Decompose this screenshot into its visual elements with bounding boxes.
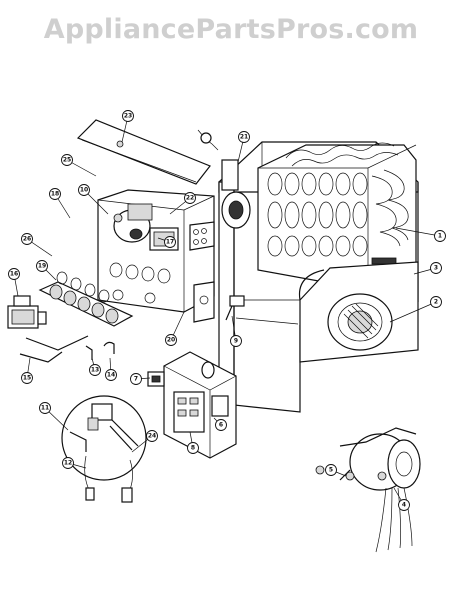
callout-number: 2 [434, 299, 438, 306]
callout-number: 5 [329, 467, 333, 474]
callout-number: 25 [63, 157, 71, 164]
callout-circle [215, 419, 227, 431]
callout-circle [430, 262, 442, 274]
callout-number: 24 [148, 433, 156, 440]
callout-number: 19 [38, 263, 46, 270]
callout-circle [398, 499, 410, 511]
blower-housing [298, 261, 419, 363]
callout-number: 18 [51, 191, 59, 198]
callout-number: 13 [91, 367, 99, 374]
callout-circle [146, 430, 158, 442]
callout-circle [49, 188, 61, 200]
callout-12: 12 [62, 457, 74, 469]
callout-number: 11 [41, 405, 49, 412]
callout-number: 16 [10, 271, 18, 278]
callout-number: 10 [80, 187, 88, 194]
callout-1: 1 [434, 230, 446, 242]
callout-circle [165, 334, 177, 346]
door-switch [147, 371, 165, 387]
callout-circle [230, 335, 242, 347]
callout-number: 17 [166, 239, 174, 246]
callout-16: 16 [8, 268, 20, 280]
callout-group: 1234567891011121314151617181920212223242… [8, 110, 446, 511]
callout-circle [238, 131, 250, 143]
callout-5: 5 [325, 464, 337, 476]
callout-3: 3 [430, 262, 442, 274]
callout-9: 9 [230, 335, 242, 347]
callout-20: 20 [165, 334, 177, 346]
callout-2: 2 [430, 296, 442, 308]
callout-25: 25 [61, 154, 73, 166]
callout-circle [430, 296, 442, 308]
side-panel [189, 221, 215, 323]
callout-circle [184, 192, 196, 204]
callout-circle [164, 236, 176, 248]
callout-17: 17 [164, 236, 176, 248]
callout-4: 4 [398, 499, 410, 511]
callout-23: 23 [122, 110, 134, 122]
callout-circle [434, 230, 446, 242]
flue-collar [197, 129, 251, 229]
callout-13: 13 [89, 364, 101, 376]
callout-circle [8, 268, 20, 280]
callout-number: 4 [402, 502, 406, 509]
limit-switch [225, 295, 245, 321]
callout-circle [89, 364, 101, 376]
callout-24: 24 [146, 430, 158, 442]
callout-18: 18 [49, 188, 61, 200]
callout-number: 22 [186, 195, 194, 202]
callout-number: 7 [134, 376, 138, 383]
control-board [163, 351, 237, 459]
callout-number: 9 [234, 338, 238, 345]
callout-19: 19 [36, 260, 48, 272]
gas-manifold [19, 271, 134, 363]
callout-circle [130, 373, 142, 385]
callout-8: 8 [187, 442, 199, 454]
callout-circle [61, 154, 73, 166]
callout-circle [105, 369, 117, 381]
blower-motor [315, 427, 421, 553]
callout-number: 6 [219, 422, 223, 429]
callout-circle [21, 233, 33, 245]
callout-15: 15 [21, 372, 33, 384]
callout-11: 11 [39, 402, 51, 414]
callout-circle [325, 464, 337, 476]
callout-22: 22 [184, 192, 196, 204]
heat-exchanger [257, 142, 417, 291]
callout-14: 14 [105, 369, 117, 381]
callout-number: 21 [240, 134, 248, 141]
callout-number: 8 [191, 445, 195, 452]
callout-number: 14 [107, 372, 115, 379]
callout-number: 12 [64, 460, 72, 467]
callout-10: 10 [78, 184, 90, 196]
gas-valve [7, 295, 47, 329]
callout-21: 21 [238, 131, 250, 143]
callout-circle [62, 457, 74, 469]
callout-circle [187, 442, 199, 454]
detail-circle [61, 395, 147, 503]
callout-circle [21, 372, 33, 384]
igniter-bracket [85, 341, 115, 360]
callout-circle [39, 402, 51, 414]
callout-number: 1 [438, 233, 442, 240]
callout-number: 15 [23, 375, 31, 382]
callout-number: 20 [167, 337, 175, 344]
callout-circle [36, 260, 48, 272]
callout-circle [78, 184, 90, 196]
watermark-logo: AppliancePartsPros.com [43, 14, 419, 45]
callout-26: 26 [21, 233, 33, 245]
callout-number: 23 [124, 113, 132, 120]
callout-number: 3 [434, 265, 438, 272]
callout-6: 6 [215, 419, 227, 431]
top-panel [76, 119, 211, 185]
callout-7: 7 [130, 373, 142, 385]
callout-number: 26 [23, 236, 31, 243]
callout-circle [122, 110, 134, 122]
